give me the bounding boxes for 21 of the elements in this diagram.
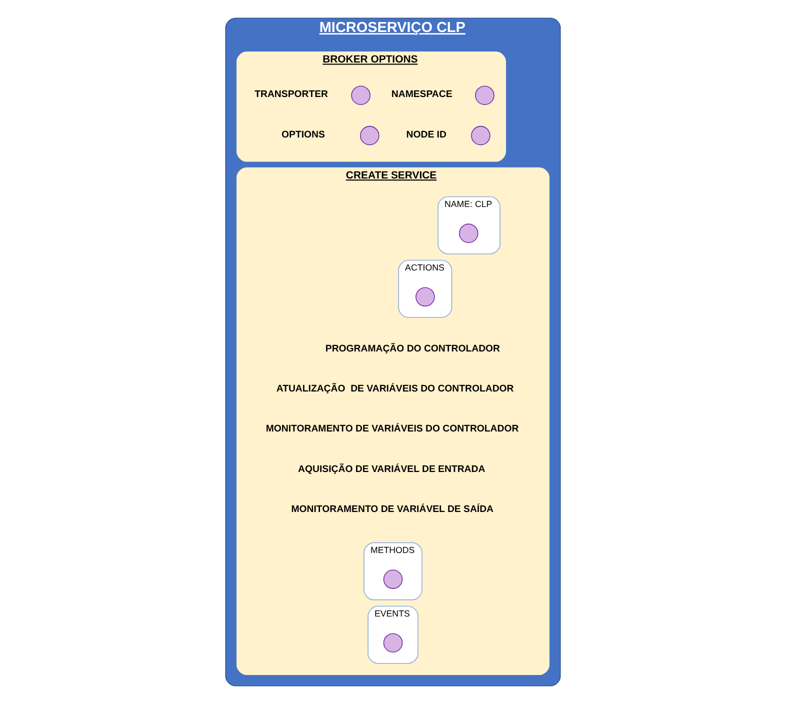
label: MONITORAMENTO DE VARIÁVEIS DO CONTROLADOR — [266, 424, 519, 435]
label: ATUALIZAÇÃO DE VARIÁVEIS DO CONTROLADOR — [276, 384, 514, 395]
label: MONITORAMENTO DE VARIÁVEL DE SAÍDA — [291, 504, 494, 516]
label: AQUISIÇÃO DE VARIÁVEL DE ENTRADA — [298, 464, 486, 475]
node-circle — [458, 224, 478, 243]
cluster: METHODS — [364, 542, 422, 600]
node-text: NODE ID — [406, 129, 446, 140]
node-circle — [471, 126, 490, 146]
node-circle — [475, 86, 494, 105]
node-text: NAMESPACE — [391, 89, 452, 100]
node-circle — [383, 570, 403, 589]
node-text: TRANSPORTER — [254, 89, 328, 100]
cluster: EVENTS — [368, 606, 418, 664]
cluster: ACTIONS — [398, 260, 452, 318]
node-circle — [416, 287, 435, 307]
node-circle — [360, 126, 380, 146]
node-circle — [383, 633, 403, 652]
node-text: OPTIONS — [282, 129, 325, 140]
node-circle — [351, 86, 370, 105]
cluster: NAME: CLP — [438, 196, 500, 254]
label: PROGRAMAÇÃO DO CONTROLADOR — [325, 343, 500, 354]
